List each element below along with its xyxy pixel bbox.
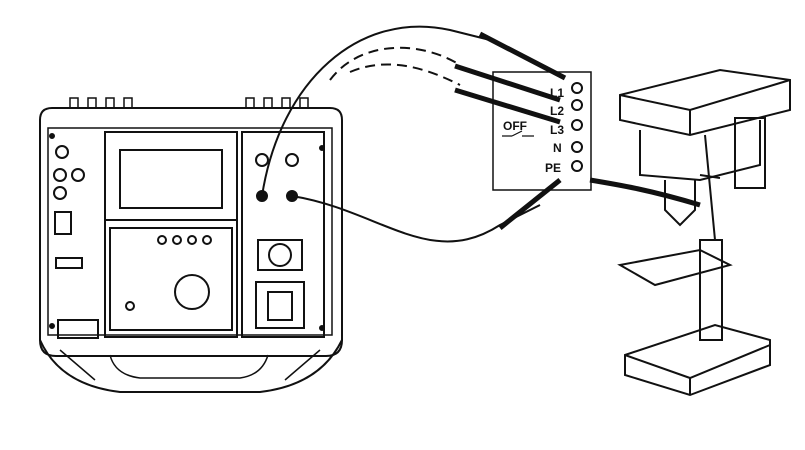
terminal-l2-label: L2	[550, 104, 564, 118]
terminal-n-label: N	[553, 141, 562, 155]
drill-press	[617, 68, 791, 397]
switch-off-label: OFF	[503, 119, 527, 133]
test-leads	[261, 25, 567, 243]
terminal-l3-label: L3	[550, 123, 564, 137]
insulation-tester	[39, 97, 343, 393]
terminal-l1-label: L1	[550, 86, 564, 100]
terminal-pe-label: PE	[545, 161, 561, 175]
terminal-box	[492, 71, 701, 208]
